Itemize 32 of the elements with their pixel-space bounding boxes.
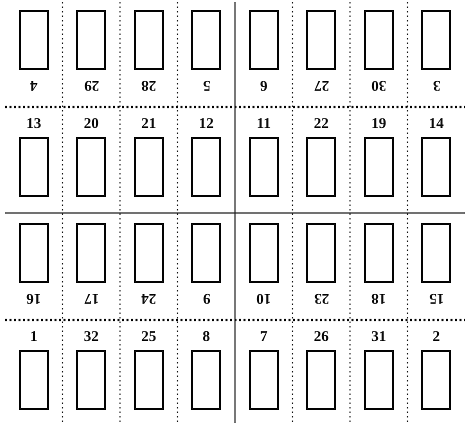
page-number: 28	[140, 76, 158, 94]
page-number: 2	[432, 328, 441, 346]
page-number: 18	[370, 289, 388, 307]
page-number: 9	[202, 289, 211, 307]
page-number: 6	[259, 76, 268, 94]
page-number: 14	[428, 115, 445, 133]
page-number: 22	[312, 115, 330, 133]
page-number: 23	[312, 289, 330, 307]
page-number: 29	[82, 76, 100, 94]
page-number: 32	[82, 328, 100, 346]
page-number: 16	[25, 289, 42, 307]
page-number: 24	[140, 289, 158, 307]
page-number: 3	[432, 76, 441, 94]
page-number: 11	[256, 115, 272, 133]
page-number: 1	[29, 328, 38, 346]
page-number: 15	[428, 289, 445, 307]
page-number: 17	[82, 289, 100, 307]
page-number: 7	[259, 328, 268, 346]
page-number: 5	[202, 76, 211, 94]
page-number: 26	[312, 328, 330, 346]
page-number: 4	[29, 76, 38, 94]
page-number: 30	[370, 76, 388, 94]
page-number: 8	[202, 328, 211, 346]
page-number: 31	[370, 328, 388, 346]
page-number: 25	[140, 328, 158, 346]
page-number: 10	[255, 289, 272, 307]
page-number: 20	[82, 115, 100, 133]
page-number: 13	[25, 115, 42, 133]
page-number: 19	[370, 115, 388, 133]
page-number: 27	[312, 76, 330, 94]
page-number: 21	[140, 115, 158, 133]
page-number: 12	[198, 115, 215, 133]
